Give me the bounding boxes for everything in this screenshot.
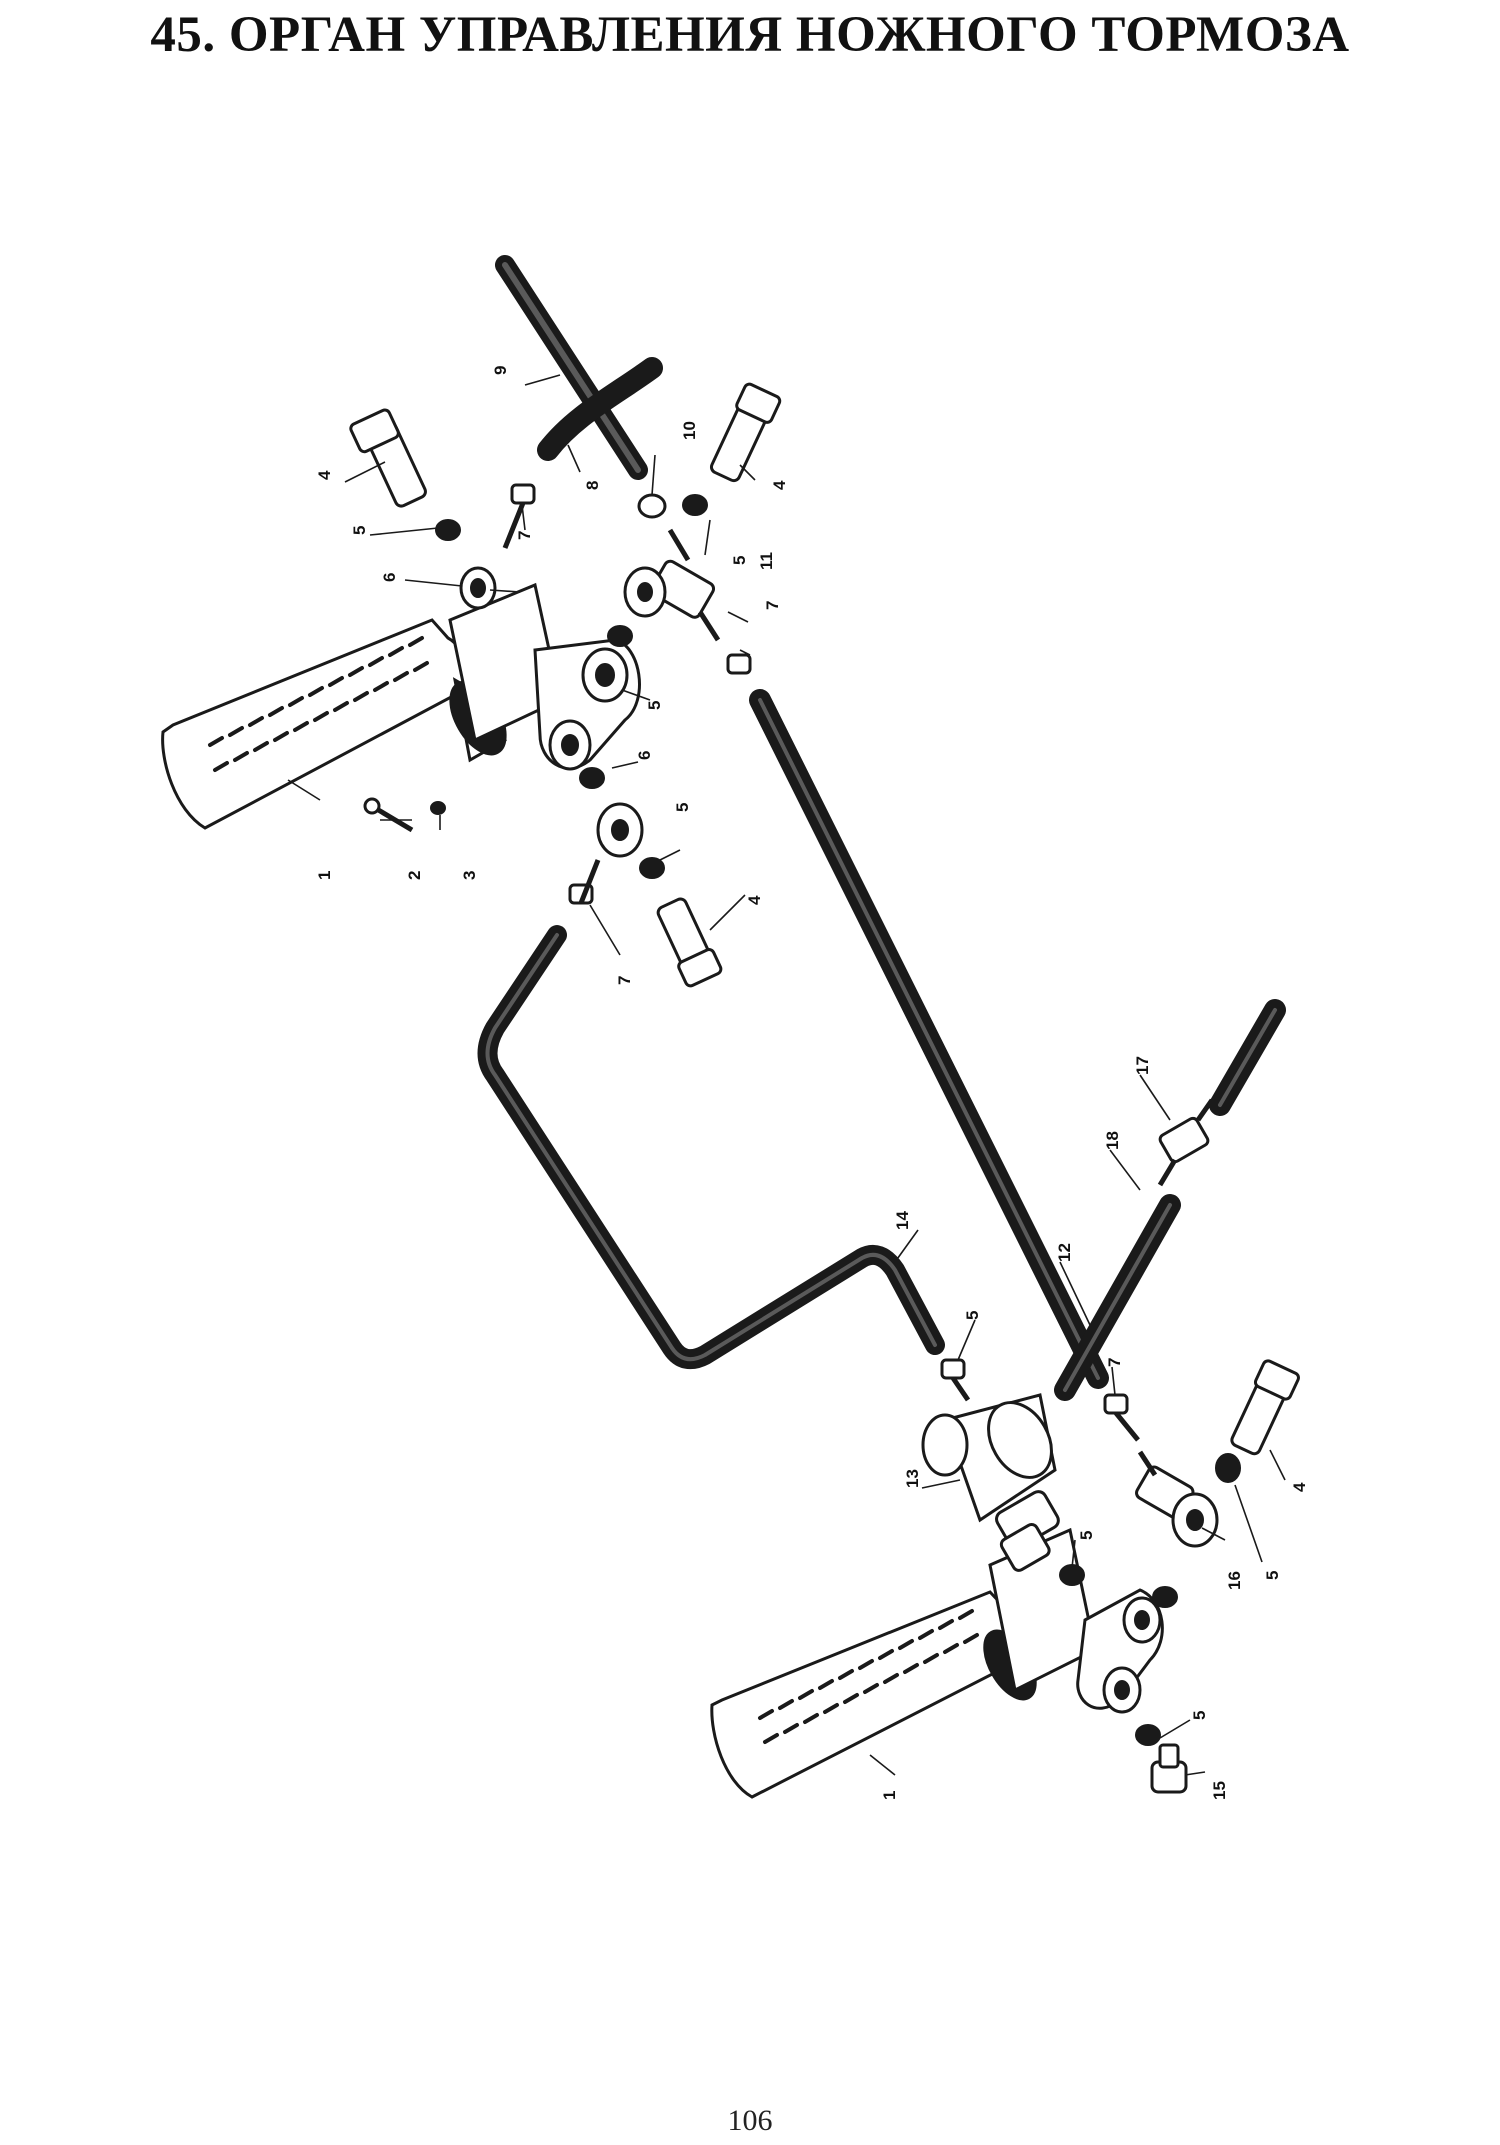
callout-label: 2 [405,871,424,880]
page-title: 45. ОРГАН УПРАВЛЕНИЯ НОЖНОГО ТОРМОЗА [150,7,1350,63]
fitting-7-b [568,859,601,905]
callout-label: 15 [1210,1781,1229,1800]
washer-5-h [1135,1724,1161,1746]
bolt-4-b [709,382,782,483]
trunnion-bottom [1076,1588,1164,1714]
washer-5-e [682,494,708,516]
callout-label: 4 [770,480,789,490]
pedal-pad-slots-bottom [758,1609,979,1744]
callout-label: 5 [730,556,749,565]
bolt-4-d [1230,1359,1300,1456]
washer-5-a [435,519,461,541]
bottom-pedal-assembly [710,1098,1300,1799]
master-cylinder-14 [921,1393,1060,1572]
bolt-4-a [349,408,427,508]
callout-label: 8 [583,481,602,490]
callout-label: 4 [745,895,764,905]
callout-leaders [287,374,1286,1776]
callout-label: 5 [350,526,369,535]
fitting-10 [637,493,667,519]
top-pedal-assembly [161,382,782,988]
fitting-17 [1157,1098,1215,1187]
callout-label: 1 [880,1791,899,1800]
pedal-pad-bottom [710,1590,1023,1799]
fitting-7-d [940,1358,971,1402]
callout-label: 17 [1133,1056,1152,1075]
callout-label: 5 [1263,1571,1282,1580]
callout-label: 9 [491,366,510,375]
callout-label: 18 [1103,1131,1122,1150]
bolt-15 [1150,1743,1188,1794]
callout-label: 3 [460,871,479,880]
callout-label: 5 [963,1311,982,1320]
callout-label: 13 [903,1469,922,1488]
tee-16 [1135,1450,1219,1548]
callout-label: 5 [1190,1711,1209,1720]
callout-label: 10 [680,421,699,440]
pipe-13 [477,925,945,1370]
callout-label: 6 [380,573,399,582]
callout-labels-bottom: 14 5 12 18 17 7 13 5 16 5 4 5 15 1 [880,1056,1309,1800]
hose-8 [537,357,663,461]
callout-label: 11 [757,552,776,570]
callout-label: 5 [645,701,664,710]
fitting-7-e [1103,1393,1140,1442]
callout-label: 1 [315,871,334,880]
tee-11 [623,528,721,642]
bolt-4-c [656,897,723,988]
callout-label: 7 [763,601,782,610]
callout-labels-top: 1 2 3 4 5 6 7 8 9 10 11 7 5 4 5 6 5 4 7 [315,366,789,985]
callout-label: 6 [635,751,654,760]
washer-5-b [607,625,633,647]
washer-5-i [1215,1453,1241,1483]
callout-label: 4 [1290,1482,1309,1492]
washer-5-c [579,767,605,789]
callout-label: 4 [315,470,334,480]
callout-label: 12 [1055,1243,1074,1262]
callout-label: 5 [1077,1531,1096,1540]
callout-label: 7 [515,531,534,540]
callout-label: 5 [673,803,692,812]
washer-5-d [639,857,665,879]
brake-lines [477,255,1286,1401]
washer-3 [430,801,446,815]
callout-label: 7 [1105,1358,1124,1367]
callout-label: 14 [893,1211,912,1230]
pedal-pad-slots [208,636,429,772]
page-number: 106 [727,2104,773,2137]
callout-label: 16 [1225,1571,1244,1590]
callout-label: 7 [615,976,634,985]
fitting-7-c [726,653,752,675]
fitting-7-a [502,483,536,549]
washer-5-g [1152,1586,1178,1608]
